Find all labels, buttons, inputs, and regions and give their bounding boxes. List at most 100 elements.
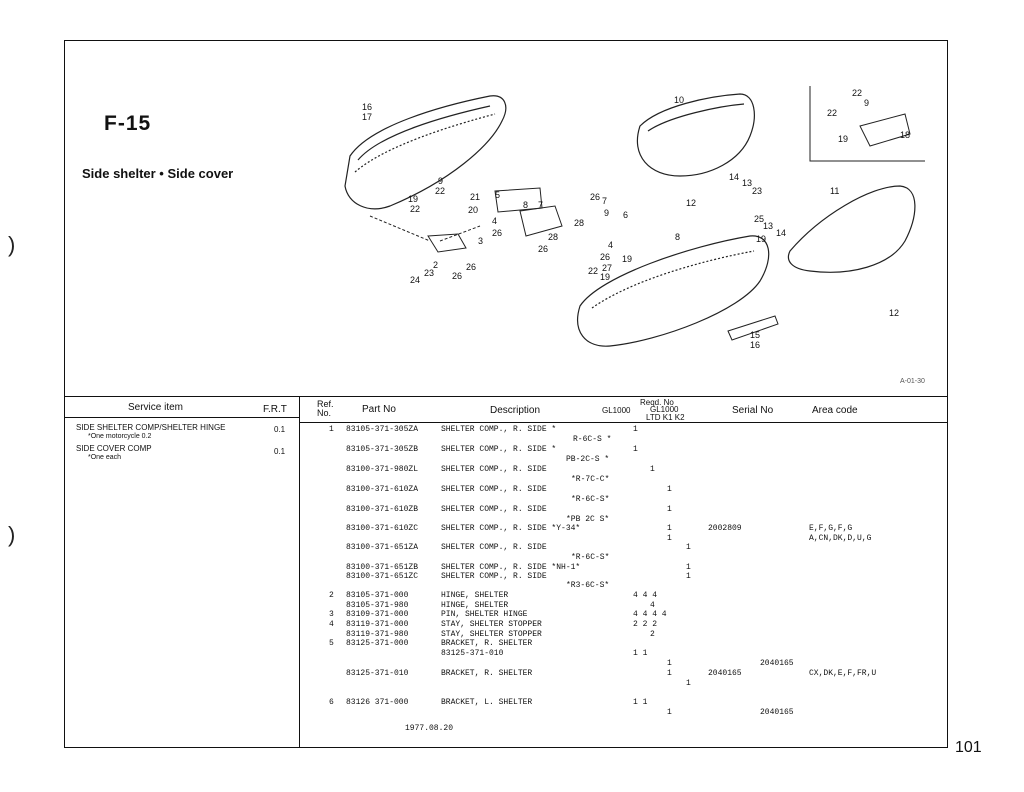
part-number: 83119-371-000 [346,620,409,629]
callout-19d: 19 [756,234,766,244]
parts-header-rule [299,422,947,423]
binding-mark-bottom: ) [8,522,16,547]
callout-16b: 16 [750,340,760,350]
callout-3: 3 [478,236,483,246]
left-saddlebag-outline [344,95,507,210]
part-description: HINGE, SHELTER [441,601,509,610]
part-number: 83100-371-651ZB [346,563,419,572]
callout-22e: 22 [827,108,837,118]
callout-12b: 12 [889,308,899,318]
part-quantity: 1 1 [633,698,648,707]
callout-22c: 22 [588,266,598,276]
callout-10: 10 [674,95,684,105]
ref-no: 1 [329,425,334,434]
callout-9: 9 [438,176,443,186]
callout-15: 15 [750,330,760,340]
part-number: 83125-371-000 [346,639,409,648]
hinge-bracket-group [369,187,563,253]
callout-26e: 26 [590,192,600,202]
callout-8b: 8 [675,232,680,242]
callout-25: 25 [754,214,764,224]
emblem-inset [809,86,925,162]
part-quantity: 1 [667,524,672,533]
service-item-name: SIDE COVER COMP [76,444,152,453]
header-area-code: Area code [812,405,858,416]
part-quantity: 4 4 4 4 [633,610,667,619]
callout-22d: 22 [852,88,862,98]
callout-12: 12 [686,198,696,208]
figure-code: A-01-30 [900,378,925,385]
part-number: 83100-371-980ZL [346,465,419,474]
part-quantity: 2 2 2 [633,620,658,629]
part-number: 83100-371-651ZA [346,543,419,552]
serial-number: 2002809 [708,524,742,533]
part-quantity: 2 [650,630,655,639]
part-quantity: 1 [667,659,672,668]
part-quantity: 1 [667,708,672,717]
callout-18: 18 [900,130,910,140]
callout-9b: 9 [604,208,609,218]
table-column-divider [299,396,300,747]
ref-no: 2 [329,591,334,600]
part-number: 83105-371-305ZA [346,425,419,434]
callout-4: 4 [492,216,497,226]
part-quantity: 1 [667,485,672,494]
part-description: PB-2C-S * [566,455,610,464]
part-description: HINGE, SHELTER [441,591,509,600]
service-item-name: SIDE SHELTER COMP/SHELTER HINGE [76,423,226,432]
part-description: SHELTER COMP., R. SIDE *Y-34* [441,524,581,533]
callout-14: 14 [729,172,739,182]
part-quantity: 1 [667,669,672,678]
part-quantity: 1 [633,425,638,434]
area-code: A,CN,DK,D,U,G [809,534,872,543]
part-description: STAY, SHELTER STOPPER [441,620,542,629]
header-description: Description [490,405,541,416]
part-description: PIN, SHELTER HINGE [441,610,528,619]
revision-date: 1977.08.20 [405,724,454,733]
part-quantity: 1 [667,534,672,543]
header-ltd-k1-k2: LTD K1 K2 [646,413,685,422]
table-top-rule [65,396,947,397]
callout-7: 7 [538,200,543,210]
callout-19: 19 [408,194,418,204]
header-part-no: Part No [362,404,396,415]
part-number: 83100-371-610ZC [346,524,419,533]
part-description: SHELTER COMP., R. SIDE [441,505,547,514]
part-quantity: 1 [686,572,691,581]
part-description: 83125-371-010 [441,649,504,658]
header-frt: F.R.T [263,404,287,415]
part-quantity: 1 [667,505,672,514]
part-number: 83100-371-610ZA [346,485,419,494]
part-quantity: 1 [686,563,691,572]
callout-22b: 22 [410,204,420,214]
honda-emblem [727,315,779,341]
ref-no: 5 [329,639,334,648]
part-description: BRACKET, R. SHELTER [441,639,533,648]
callout-16: 16 [362,102,372,112]
callout-20: 20 [468,205,478,215]
callout-28: 28 [548,232,558,242]
callout-22: 22 [435,186,445,196]
callout-26c: 26 [492,228,502,238]
serial-number: 2040165 [760,659,794,668]
header-gl1000-models: GL1000 [650,405,679,414]
callout-13: 13 [742,178,752,188]
callout-11: 11 [830,186,839,196]
serial-number: 2040165 [708,669,742,678]
area-code: E,F,G,F,G [809,524,853,533]
callout-13b: 13 [763,221,773,231]
part-description: SHELTER COMP., R. SIDE *NH-1* [441,563,581,572]
callout-26f: 26 [600,252,610,262]
callout-7b: 7 [602,196,607,206]
part-description: *R3-6C-S* [566,581,610,590]
callout-19e: 19 [838,134,848,144]
service-header-rule [65,417,299,418]
right-saddlebag-body [577,235,770,347]
callout-14b: 14 [776,228,786,238]
callout-19c: 19 [600,272,610,282]
part-quantity: 1 [650,465,655,474]
callout-24: 24 [410,275,420,285]
callout-26b: 26 [452,271,462,281]
exploded-parts-diagram: 16 17 9 22 19 22 21 20 3 2 23 24 26 26 5… [344,86,925,350]
serial-number: 2040165 [760,708,794,717]
